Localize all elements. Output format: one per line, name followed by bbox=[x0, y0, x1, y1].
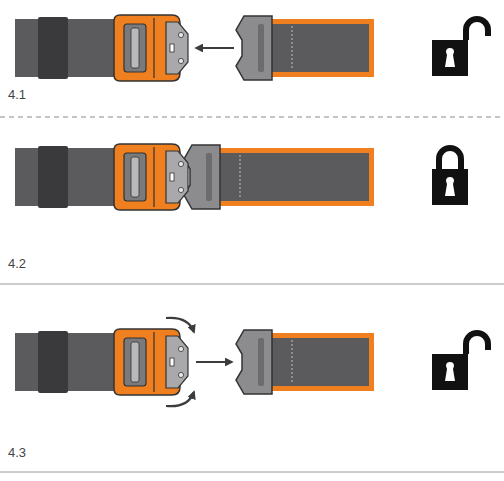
slot-bar bbox=[131, 28, 139, 68]
buckle-step bbox=[15, 318, 488, 406]
slot-bar bbox=[131, 342, 139, 382]
strap-trim bbox=[270, 72, 372, 77]
strap-bar bbox=[258, 338, 264, 386]
strap bbox=[15, 148, 127, 206]
motion-arrow bbox=[196, 361, 232, 363]
buckle-lever bbox=[166, 151, 188, 203]
male-buckle bbox=[184, 145, 220, 209]
lever-rivet bbox=[178, 161, 183, 166]
strap-keeper bbox=[38, 331, 68, 393]
stitching bbox=[291, 340, 292, 384]
motion-arrow bbox=[196, 47, 234, 49]
release-window bbox=[170, 358, 174, 366]
release-window bbox=[170, 173, 174, 181]
male-buckle bbox=[236, 330, 272, 394]
open-lock-icon bbox=[432, 40, 468, 76]
strap-trim bbox=[218, 148, 372, 153]
separator-line bbox=[0, 284, 504, 285]
strap-keeper bbox=[38, 146, 68, 208]
strap bbox=[15, 19, 127, 77]
strap-trim bbox=[218, 201, 372, 206]
male-buckle bbox=[236, 16, 272, 80]
strap bbox=[15, 333, 127, 391]
strap-trim bbox=[369, 19, 374, 77]
buckle-lever bbox=[166, 22, 188, 74]
keyhole bbox=[445, 362, 455, 381]
strap-trim bbox=[270, 19, 372, 24]
buckle-step bbox=[15, 15, 488, 81]
strap bbox=[270, 19, 372, 77]
strap-trim bbox=[270, 333, 372, 338]
lock-shackle bbox=[439, 148, 461, 169]
strap bbox=[270, 333, 372, 391]
step-number: 4.2 bbox=[8, 257, 26, 270]
closed-lock-icon bbox=[432, 169, 468, 205]
strap-trim bbox=[270, 386, 372, 391]
open-lock-icon bbox=[432, 354, 468, 390]
strap-bar bbox=[206, 153, 212, 201]
strap-slot bbox=[124, 24, 146, 72]
step-number: 4.1 bbox=[8, 88, 26, 101]
strap-keeper bbox=[38, 17, 68, 79]
lever-rivet bbox=[178, 58, 183, 63]
strap-bar bbox=[258, 24, 264, 72]
buckle-lever bbox=[166, 336, 188, 388]
lever-rivet bbox=[178, 187, 183, 192]
squeeze-arrow bbox=[166, 318, 194, 332]
separator-line bbox=[0, 117, 504, 118]
slot-bar bbox=[131, 157, 139, 197]
squeeze-arrow bbox=[166, 392, 194, 406]
buckle-step bbox=[15, 144, 468, 210]
frame-edge bbox=[153, 18, 154, 78]
frame-edge bbox=[153, 147, 154, 207]
lever-rivet bbox=[178, 372, 183, 377]
keyhole bbox=[445, 177, 455, 196]
strap-trim bbox=[369, 148, 374, 206]
step-number: 4.3 bbox=[8, 446, 26, 459]
strap-slot bbox=[124, 338, 146, 386]
lever-rivet bbox=[178, 32, 183, 37]
strap-slot bbox=[124, 153, 146, 201]
keyhole bbox=[445, 48, 455, 67]
stitching bbox=[291, 26, 292, 70]
frame-edge bbox=[153, 332, 154, 392]
strap-trim bbox=[369, 333, 374, 391]
lever-rivet bbox=[178, 346, 183, 351]
strap bbox=[218, 148, 372, 206]
stitching bbox=[239, 155, 240, 199]
lock-shackle bbox=[466, 19, 488, 40]
release-window bbox=[170, 44, 174, 52]
separator-line bbox=[0, 472, 504, 473]
lock-shackle bbox=[466, 333, 488, 354]
